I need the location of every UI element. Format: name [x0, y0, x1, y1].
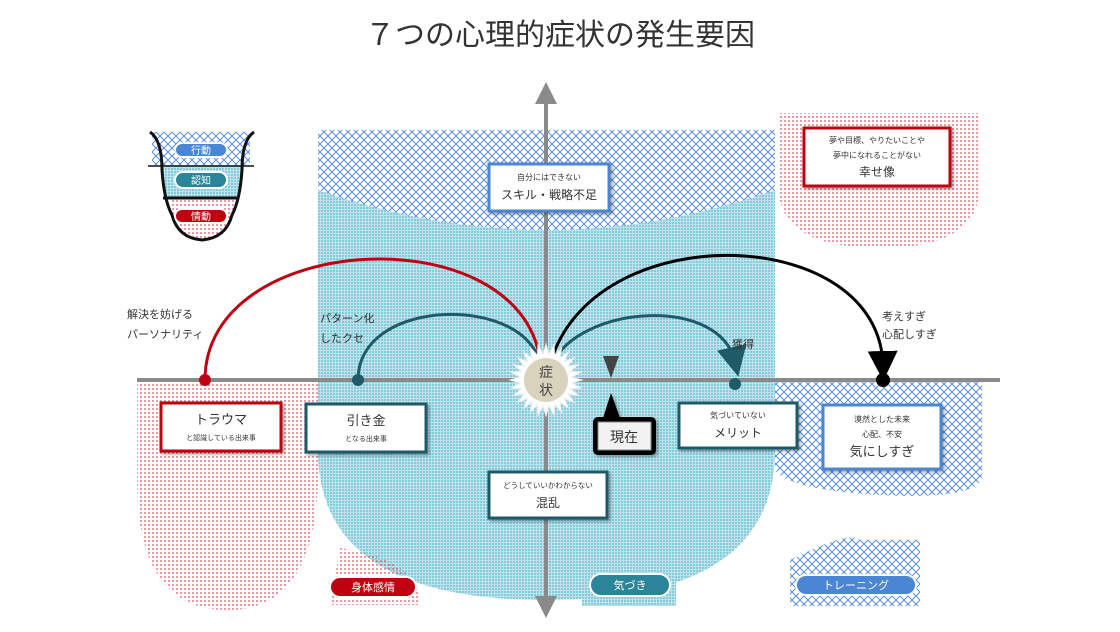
- trauma-sub: と認識している出来事: [186, 433, 256, 442]
- merit-main: メリット: [714, 426, 762, 440]
- awareness-pill: 気づき: [589, 573, 671, 597]
- symptom-label-2: 状: [539, 383, 553, 399]
- page-title: ７つの心理的症状の発生要因: [365, 18, 755, 53]
- legend: 行動 認知 情動: [148, 130, 255, 242]
- confusion-main: 混乱: [536, 496, 560, 510]
- trauma-box: トラウマ と認識している出来事: [159, 401, 283, 453]
- training-pill: トレーニング: [795, 574, 917, 596]
- trigger-main: 引き金: [346, 413, 385, 429]
- confusion-box: どうしていいかわからない 混乱: [487, 470, 609, 520]
- gain-label: 獲得: [732, 338, 754, 351]
- habit-arc: [356, 312, 542, 381]
- overthink-arc: [550, 254, 898, 381]
- personality-label-2: パーソナリティ: [127, 328, 203, 341]
- body-emotion-label: 身体感情: [351, 580, 395, 594]
- confusion-sub: どうしていいかわからない: [503, 481, 593, 490]
- legend-emotion: 情動: [191, 210, 211, 223]
- happiness-main: 幸せ像: [859, 165, 895, 179]
- personality-arc: [203, 257, 542, 381]
- arrow-up-icon: [535, 82, 557, 104]
- legend-behavior: 行動: [191, 144, 211, 157]
- overthink-label-2: 心配しすぎ: [882, 327, 937, 341]
- arrow-down-icon: [535, 596, 557, 618]
- trigger-box: 引き金 となる出来事: [304, 402, 428, 454]
- symptom-label-1: 症: [539, 365, 553, 381]
- merit-box: 気づいていない メリット: [677, 401, 799, 450]
- skill-box: 自分にはできない スキル・戦略不足: [487, 162, 611, 213]
- merit-sub: 気づいていない: [710, 410, 766, 420]
- worry-point: [876, 373, 890, 387]
- worry-sub-2: 心配、不安: [862, 429, 902, 439]
- happiness-box: 夢や目標、やりたいことや 夢中になれることがない 幸せ像: [802, 126, 952, 188]
- personality-label-1: 解決を妨げる: [127, 307, 193, 321]
- current-marker-icon: [603, 356, 619, 378]
- happiness-sub-1: 夢や目標、やりたいことや: [829, 135, 925, 145]
- habit-label-1: パターン化: [320, 311, 374, 325]
- happiness-sub-2: 夢中になれることがない: [833, 150, 921, 160]
- worry-sub-1: 漠然とした未来: [854, 414, 910, 424]
- trauma-main: トラウマ: [195, 413, 247, 428]
- skill-main: スキル・戦略不足: [501, 187, 597, 202]
- trauma-point: [199, 374, 211, 386]
- skill-sub: 自分にはできない: [517, 172, 581, 182]
- worry-box: 漠然とした未来 心配、不安 気にしすぎ: [821, 403, 943, 471]
- awareness-label: 気づき: [614, 578, 647, 592]
- trigger-sub: となる出来事: [345, 434, 387, 443]
- body-emotion-pill: 身体感情: [329, 576, 417, 598]
- current-label: 現在: [610, 430, 638, 446]
- merit-point: [729, 378, 741, 390]
- legend-cognition: 認知: [191, 174, 211, 187]
- trigger-point: [352, 374, 364, 386]
- worry-main: 気にしすぎ: [850, 444, 915, 460]
- symptom-burst: 症 状: [508, 342, 584, 418]
- habit-label-2: したクセ: [320, 332, 364, 345]
- overthink-label-1: 考えすぎ: [882, 309, 926, 323]
- gain-arc: [550, 314, 747, 377]
- training-label: トレーニング: [823, 578, 889, 592]
- current-badge: 現在: [593, 393, 656, 455]
